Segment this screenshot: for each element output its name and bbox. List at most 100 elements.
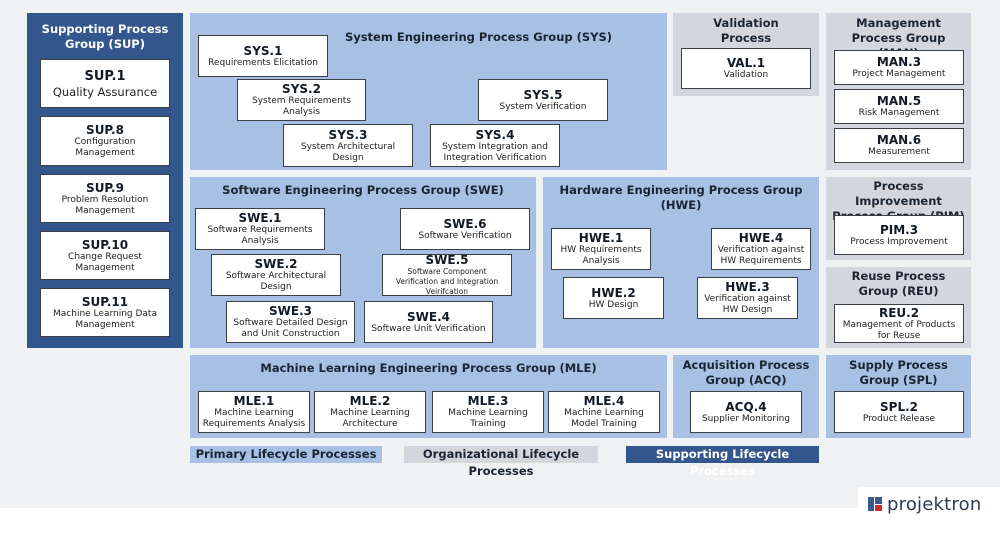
process-name: System Integration and Integration Verif… xyxy=(442,141,548,163)
process-name: Software Requirements Analysis xyxy=(207,225,313,246)
process-id: SWE.5 xyxy=(425,253,469,267)
process-box-hwe-3: HWE.3 Verification against HW Design xyxy=(697,277,798,319)
legend-supporting: Supporting Lifecycle Processes xyxy=(626,446,819,478)
process-name: Configuration Management xyxy=(74,137,136,158)
process-id: MAN.6 xyxy=(876,133,922,147)
process-name: Software Unit Verification xyxy=(371,323,486,334)
process-box-sys-4: SYS.4 System Integration and Integration… xyxy=(430,124,560,167)
process-id: SYS.3 xyxy=(328,127,368,142)
process-id: HWE.1 xyxy=(578,231,624,245)
process-name: Measurement xyxy=(868,147,930,157)
process-box-val-1: VAL.1 Validation xyxy=(681,48,811,89)
process-box-mle-4: MLE.4 Machine Learning Model Training xyxy=(548,391,660,433)
process-id: SYS.4 xyxy=(475,127,515,142)
process-name: Software Verification xyxy=(418,230,512,241)
legend-organizational: Organizational Lifecycle Processes xyxy=(404,446,598,478)
group-swe: Software Engineering Process Group (SWE)… xyxy=(190,177,536,348)
process-id: SWE.4 xyxy=(407,309,450,324)
group-title: Hardware Engineering Process Group (HWE) xyxy=(559,183,803,212)
process-id: HWE.3 xyxy=(725,280,770,294)
process-id: SYS.1 xyxy=(243,43,283,58)
projektron-logo: projektron xyxy=(858,487,1000,521)
process-id: REU.2 xyxy=(878,305,920,320)
logo-text: projektron xyxy=(887,493,982,515)
process-name: Machine Learning Data Management xyxy=(53,308,157,330)
process-box-sup-9: SUP.9 Problem Resolution Management xyxy=(40,174,170,223)
process-name: Risk Management xyxy=(858,108,940,118)
process-id: HWE.4 xyxy=(738,231,784,245)
process-box-acq-4: ACQ.4 Supplier Monitoring xyxy=(690,391,802,433)
process-name: HW Requirements Analysis xyxy=(560,245,642,266)
process-box-sup-8: SUP.8 Configuration Management xyxy=(40,116,170,166)
process-box-man-6: MAN.6 Measurement xyxy=(834,128,964,163)
projektron-logo-icon xyxy=(868,497,882,511)
process-id: MLE.3 xyxy=(467,394,509,408)
process-name: Software Detailed Design and Unit Constr… xyxy=(233,318,348,339)
group-reu: Reuse Process Group (REU) REU.2 Manageme… xyxy=(826,267,971,348)
process-id: SWE.6 xyxy=(443,216,487,231)
process-id: SUP.11 xyxy=(81,294,129,309)
process-box-swe-3: SWE.3 Software Detailed Design and Unit … xyxy=(226,301,355,343)
process-box-man-5: MAN.5 Risk Management xyxy=(834,89,964,124)
process-box-sup-1: SUP.1 Quality Assurance xyxy=(40,59,170,108)
process-name: Requirements Elicitation xyxy=(208,57,318,68)
process-box-mle-2: MLE.2 Machine Learning Architecture xyxy=(314,391,426,433)
process-id: PIM.3 xyxy=(879,222,919,237)
group-title: Supporting Process Group (SUP) xyxy=(41,22,169,51)
process-name: Change Request Management xyxy=(68,251,142,273)
process-id: MLE.1 xyxy=(233,394,275,408)
process-box-hwe-1: HWE.1 HW Requirements Analysis xyxy=(551,228,651,270)
process-id: MAN.5 xyxy=(876,94,922,108)
process-name: Verification against HW Design xyxy=(704,294,791,315)
process-box-mle-1: MLE.1 Machine Learning Requirements Anal… xyxy=(198,391,310,433)
process-id: VAL.1 xyxy=(726,56,766,70)
process-name: Process Improvement xyxy=(850,236,948,247)
process-name: Validation xyxy=(723,70,769,80)
process-id: SUP.8 xyxy=(86,123,124,137)
group-title: Acquisition Process Group (ACQ) xyxy=(682,358,810,387)
process-box-sys-5: SYS.5 System Verification xyxy=(478,79,608,121)
process-box-mle-3: MLE.3 Machine Learning Training xyxy=(432,391,544,433)
process-name: Verification against HW Requirements xyxy=(717,245,805,266)
process-box-reu-2: REU.2 Management of Products for Reuse xyxy=(834,304,964,343)
process-name: Supplier Monitoring xyxy=(701,413,791,424)
footer-strip xyxy=(0,508,1000,542)
process-name: System Requirements Analysis xyxy=(252,96,351,117)
group-title: Software Engineering Process Group (SWE) xyxy=(222,183,504,197)
process-id: SUP.1 xyxy=(84,68,126,84)
process-box-man-3: MAN.3 Project Management xyxy=(834,50,964,85)
process-name: Quality Assurance xyxy=(52,84,158,99)
process-name: Management of Products for Reuse xyxy=(842,319,956,341)
process-name: Machine Learning Training xyxy=(448,408,528,429)
process-box-hwe-4: HWE.4 Verification against HW Requiremen… xyxy=(711,228,811,270)
process-name: HW Design xyxy=(588,299,639,310)
process-name: Machine Learning Requirements Analysis xyxy=(202,408,306,429)
process-box-sys-3: SYS.3 System Architectural Design xyxy=(283,124,413,167)
process-box-swe-1: SWE.1 Software Requirements Analysis xyxy=(195,208,325,250)
group-pim: Process Improvement Process Group (PIM) … xyxy=(826,177,971,260)
legend-primary: Primary Lifecycle Processes xyxy=(190,446,382,463)
process-name: System Architectural Design xyxy=(300,141,396,163)
process-id: MLE.2 xyxy=(349,394,391,408)
process-name: Software Component Verification and Inte… xyxy=(395,267,499,296)
group-spl: Supply Process Group (SPL) SPL.2 Product… xyxy=(826,355,971,438)
process-box-hwe-2: HWE.2 HW Design xyxy=(563,277,664,319)
group-man: Management Process Group (MAN) MAN.3 Pro… xyxy=(826,13,971,170)
process-name: Machine Learning Model Training xyxy=(564,408,644,429)
process-box-swe-2: SWE.2 Software Architectural Design xyxy=(211,254,341,296)
process-box-spl-2: SPL.2 Product Release xyxy=(834,391,964,433)
group-hwe: Hardware Engineering Process Group (HWE)… xyxy=(543,177,819,348)
group-sup: Supporting Process Group (SUP) SUP.1 Qua… xyxy=(27,13,183,348)
process-id: MAN.3 xyxy=(876,55,922,69)
process-box-sys-2: SYS.2 System Requirements Analysis xyxy=(237,79,366,121)
process-box-sys-1: SYS.1 Requirements Elicitation xyxy=(198,35,328,77)
group-acq: Acquisition Process Group (ACQ) ACQ.4 Su… xyxy=(673,355,819,438)
process-name: Software Architectural Design xyxy=(225,271,327,292)
process-name: System Verification xyxy=(499,101,587,112)
process-id: SWE.1 xyxy=(238,211,282,225)
process-id: MLE.4 xyxy=(583,394,625,408)
process-id: SUP.9 xyxy=(86,180,124,195)
process-box-sup-10: SUP.10 Change Request Management xyxy=(40,231,170,280)
process-box-sup-11: SUP.11 Machine Learning Data Management xyxy=(40,288,170,337)
group-mle: Machine Learning Engineering Process Gro… xyxy=(190,355,667,438)
